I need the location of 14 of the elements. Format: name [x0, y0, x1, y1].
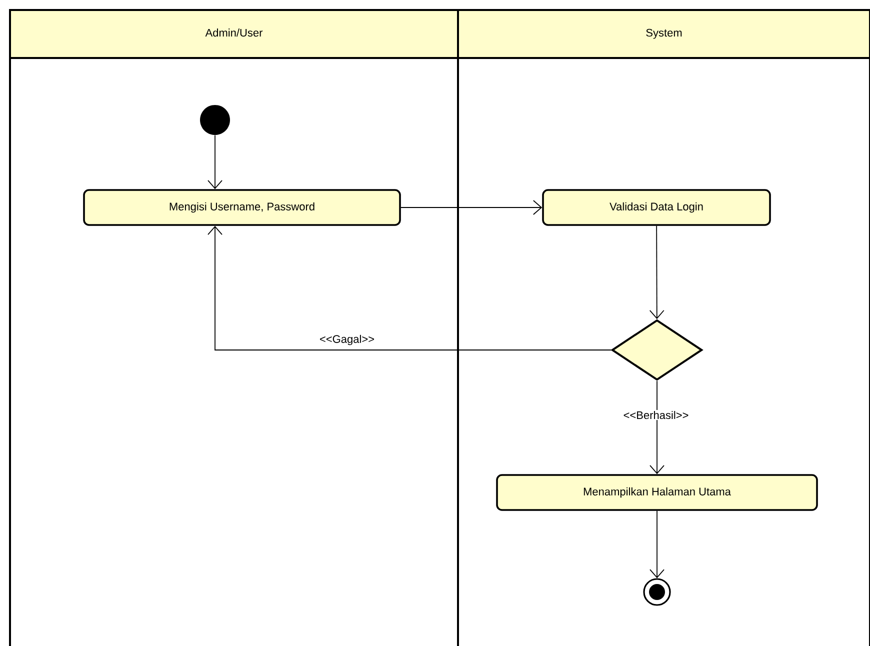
start-node: [200, 105, 230, 135]
node-label: Admin/User: [205, 28, 263, 37]
action-box: Validasi Data Login: [542, 189, 771, 226]
final-node: [643, 578, 671, 606]
node-label: System: [646, 28, 682, 39]
arrow: [400, 200, 542, 215]
arrow: [208, 134, 222, 190]
edge-label: <<Gagal>>: [318, 334, 376, 346]
action-box: Menampilkan Halaman Utama: [496, 474, 818, 511]
action-box: Mengisi Username, Password: [83, 189, 401, 226]
arrow: [649, 225, 664, 320]
arrow: [650, 380, 664, 474]
arrow: [208, 226, 612, 350]
arrow: [650, 510, 664, 578]
